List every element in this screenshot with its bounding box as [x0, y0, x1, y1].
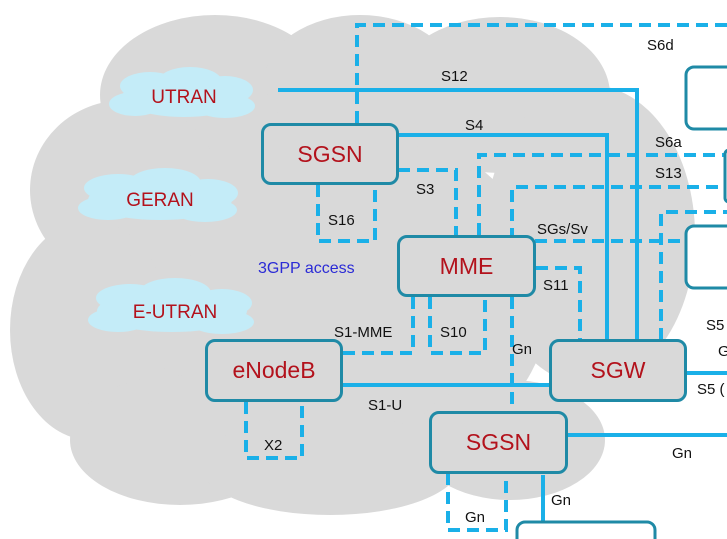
right-edge-boxes: [515, 65, 727, 539]
s4-link: [398, 133, 609, 340]
s6d-link: [355, 23, 727, 123]
s5-top-label: S5: [706, 317, 725, 334]
s4-label: S4: [465, 117, 484, 134]
s6a-link: [477, 153, 727, 235]
s12-label: S12: [441, 68, 468, 85]
s1-u-label: S1-U: [368, 397, 403, 414]
solid-links: [278, 88, 727, 525]
g-cut-label: G: [718, 343, 727, 360]
s10-link: [428, 297, 487, 355]
gn-bottom-label: Gn: [551, 492, 572, 509]
gn-right-label: Gn: [672, 445, 693, 462]
s1-mme-label: S1-MME: [334, 324, 393, 341]
mme-node[interactable]: MME: [397, 235, 536, 297]
s13-label: S13: [655, 165, 682, 182]
sgsn-node[interactable]: SGSN: [261, 123, 399, 185]
s1-mme-link: [343, 297, 415, 355]
bottom-box: [515, 520, 657, 539]
s10-label: S10: [440, 324, 467, 341]
gn-mme-label: Gn: [512, 341, 533, 358]
geran-blob: [78, 168, 238, 222]
s6d-label: S6d: [647, 37, 674, 54]
x2-label: X2: [264, 437, 283, 454]
dashed-links: [244, 23, 727, 532]
s3-label: S3: [416, 181, 435, 198]
utran-blob: [109, 67, 255, 118]
s6a-label: S6a: [655, 134, 682, 151]
s12-link: [278, 88, 639, 340]
utran-label: UTRAN: [151, 87, 217, 108]
sgs-sv-label: SGs/Sv: [537, 221, 588, 238]
s5-dashed-link: [659, 210, 727, 340]
enodeb-node[interactable]: eNodeB: [205, 339, 343, 402]
geran-label: GERAN: [126, 190, 194, 211]
sgsn-bottom-node[interactable]: SGSN: [429, 411, 568, 474]
s11-label: S11: [543, 277, 569, 294]
e-utran-blob: [88, 278, 254, 334]
s5-mid-label: S5 (: [697, 381, 725, 398]
gn-loop-link: [446, 473, 508, 532]
sgw-node[interactable]: SGW: [549, 339, 687, 402]
hss-box: [684, 65, 727, 131]
operator-cloud: [10, 15, 695, 515]
e-utran-label: E-UTRAN: [132, 302, 218, 323]
s16-link: [316, 185, 377, 243]
gn-loop-label: Gn: [465, 509, 486, 526]
s16-label: S16: [328, 212, 355, 229]
s13-link: [510, 185, 727, 240]
s11-link: [536, 266, 582, 340]
access-area-label: 3GPP access: [258, 260, 355, 277]
msc-box: [684, 224, 727, 290]
s3-link: [398, 168, 458, 235]
x2-link: [244, 402, 304, 460]
